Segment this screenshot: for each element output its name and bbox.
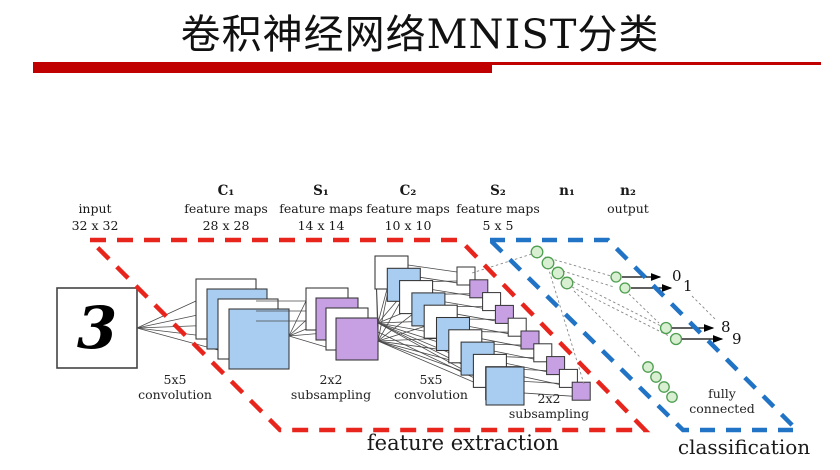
- fc-dotted-wire: [573, 290, 642, 359]
- layer-symbol: S₂: [490, 183, 506, 199]
- fc-dotted-wire: [471, 252, 536, 274]
- layer-name: output: [607, 201, 649, 216]
- n2-neuron: [610, 271, 622, 283]
- op-kernel: 2x2: [537, 391, 561, 406]
- op-type: subsampling: [508, 406, 590, 421]
- layer-size: [607, 217, 649, 234]
- layer-size: 14 x 14: [297, 218, 345, 233]
- n1-neuron: [642, 361, 654, 373]
- feature-extraction-boundary: [84, 237, 651, 433]
- s2-feature-map: [571, 381, 591, 401]
- s1-to-c2-wire: [377, 284, 389, 324]
- layer-size: 10 x 10: [384, 218, 432, 233]
- layer-name: feature maps: [366, 201, 450, 216]
- op-kernel: 5x5: [419, 372, 443, 387]
- layer-label-n1: n₁: [559, 183, 575, 234]
- n1-neuron: [666, 391, 678, 403]
- layer-label-n2: n₂ output: [607, 183, 649, 234]
- region-label-classification: classification: [677, 435, 811, 459]
- fc-dotted-wire: [547, 266, 585, 385]
- n1-neuron: [650, 371, 662, 383]
- layer-symbol: n₁: [559, 183, 575, 199]
- s1-to-c2-wire: [377, 289, 389, 342]
- classification-boundary: [484, 237, 803, 433]
- fc-dotted-wire: [628, 293, 660, 324]
- fc-dotted-wire: [691, 295, 717, 321]
- input-to-c1-wire: [136, 312, 208, 329]
- layer-name: feature maps: [456, 201, 540, 216]
- layer-size: 28 x 28: [202, 218, 250, 233]
- layer-symbol: [72, 183, 119, 200]
- layer-label-s2: S₂ feature maps 5 x 5: [456, 183, 540, 234]
- fc-dotted-wire: [563, 276, 662, 327]
- fc-dotted-wire: [544, 256, 612, 277]
- layer-name: feature maps: [279, 201, 363, 216]
- s1-feature-map: [335, 317, 379, 361]
- layer-name: input: [78, 201, 112, 216]
- accent-bar-thick: [33, 62, 492, 73]
- layer-name: feature maps: [184, 201, 268, 216]
- layer-symbol: S₁: [313, 183, 329, 199]
- n1-neuron: [658, 381, 670, 393]
- op-label-subsample2: 2x2 subsampling: [509, 391, 589, 421]
- s1-to-c2-wire: [377, 340, 475, 376]
- c2-feature-map: [485, 366, 525, 406]
- output-digit-9: 9: [732, 330, 742, 348]
- fc-dotted-wire: [571, 286, 672, 338]
- op-kernel: 5x5: [163, 372, 187, 387]
- op-label-fully-connected: fully connected: [689, 386, 754, 416]
- s1-to-c2-wire: [377, 340, 487, 389]
- input-digit: 3: [76, 294, 118, 362]
- n2-neuron: [669, 332, 683, 346]
- op-type: subsampling: [290, 387, 372, 402]
- c1-feature-map: [228, 308, 290, 370]
- op-type: connected: [689, 401, 755, 416]
- op-kernel: fully: [708, 386, 736, 401]
- accent-bar-thin: [492, 62, 821, 65]
- layer-size: [559, 217, 575, 234]
- output-digit-0: 0: [672, 267, 682, 285]
- input-image-frame: [56, 287, 138, 369]
- n2-neuron: [619, 282, 631, 294]
- layer-name: [559, 200, 575, 217]
- s1-to-c2-wire: [377, 301, 401, 342]
- s1-to-c2-wire: [377, 313, 414, 342]
- layer-label-input: input 32 x 32: [72, 183, 119, 234]
- op-label-conv2: 5x5 convolution: [394, 372, 468, 402]
- region-label-feature-extraction: feature extraction: [366, 431, 560, 455]
- slide-title: 卷积神经网络MNIST分类: [180, 12, 660, 58]
- output-digit-1: 1: [683, 277, 693, 295]
- c2-to-s2-wire: [518, 392, 573, 397]
- op-type: convolution: [138, 387, 212, 402]
- output-digit-8: 8: [721, 318, 731, 336]
- n1-neuron: [541, 256, 555, 270]
- n1-neuron: [530, 245, 544, 259]
- n1-neuron: [551, 266, 565, 280]
- layer-label-c2: C₂ feature maps 10 x 10: [366, 183, 450, 234]
- n2-neuron: [659, 321, 673, 335]
- op-label-subsample1: 2x2 subsampling: [291, 372, 371, 402]
- op-label-conv1: 5x5 convolution: [138, 372, 212, 402]
- layer-label-c1: C₁ feature maps 28 x 28: [184, 183, 268, 234]
- layer-label-s1: S₁ feature maps 14 x 14: [279, 183, 363, 234]
- c1-to-s1-wire: [288, 300, 307, 337]
- c2-to-s2-wire: [407, 264, 458, 273]
- op-type: convolution: [394, 387, 468, 402]
- s1-to-c2-wire: [377, 325, 426, 342]
- op-kernel: 2x2: [319, 372, 343, 387]
- layer-symbol: C₁: [217, 183, 235, 199]
- n1-neuron: [560, 276, 574, 290]
- layer-size: 5 x 5: [482, 218, 514, 233]
- layer-size: 32 x 32: [71, 218, 119, 233]
- layer-symbol: n₂: [620, 183, 636, 199]
- layer-symbol: C₂: [399, 183, 417, 199]
- s1-to-c2-wire: [377, 322, 463, 359]
